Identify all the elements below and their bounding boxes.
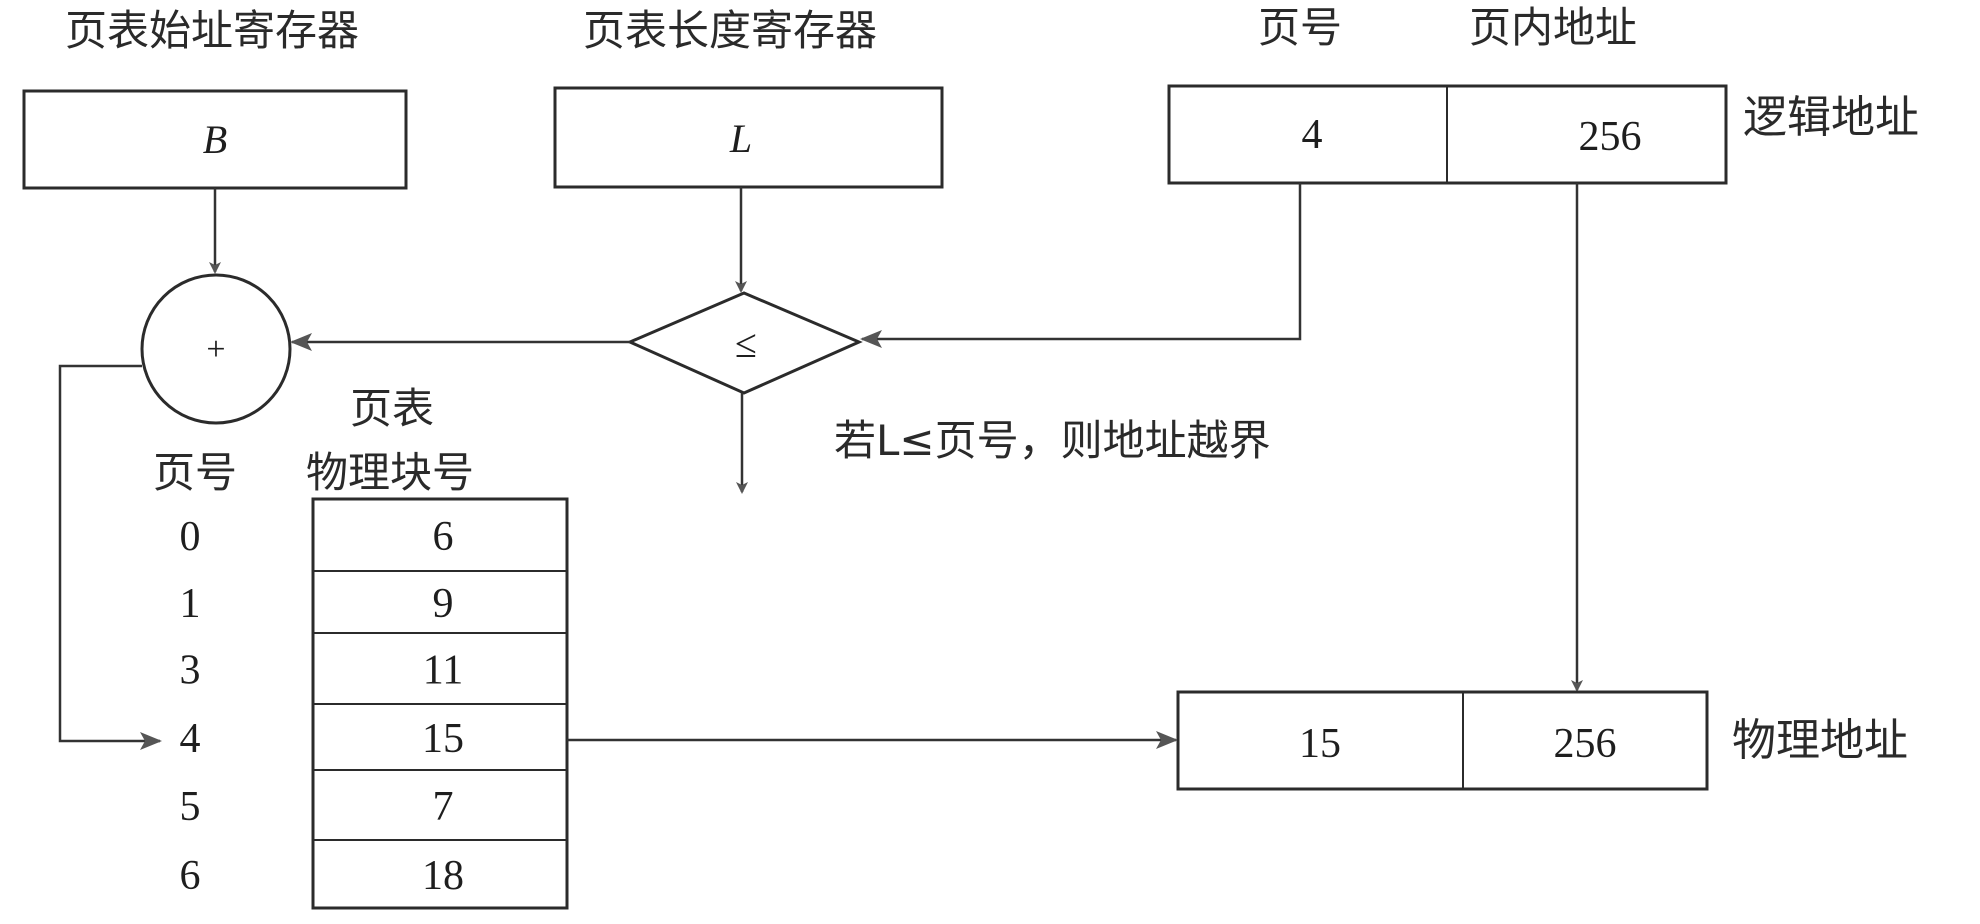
logical-page-value: 4 bbox=[1302, 112, 1323, 158]
page-number: 4 bbox=[180, 716, 201, 762]
length-register-label: 页表长度寄存器 bbox=[583, 6, 877, 55]
physical-offset-value: 256 bbox=[1554, 721, 1617, 767]
comparator-diamond bbox=[626, 291, 863, 395]
adder-symbol: + bbox=[206, 331, 225, 368]
base-register-value: B bbox=[203, 117, 227, 162]
page-column-header: 页号 bbox=[153, 448, 237, 497]
page-table-title: 页表 bbox=[350, 384, 434, 433]
page-table-base-register: 页表始址寄存器 B bbox=[22, 6, 408, 190]
base-register-label: 页表始址寄存器 bbox=[65, 6, 359, 55]
frame-number: 7 bbox=[433, 784, 454, 830]
frame-number: 15 bbox=[422, 716, 464, 762]
page-to-comparator-arrow bbox=[860, 183, 1302, 348]
physical-address-box bbox=[1176, 690, 1709, 791]
page-table-length-register: 页表长度寄存器 L bbox=[553, 6, 944, 189]
comparator: ≤ 若L≤页号，则地址越界 bbox=[290, 183, 1302, 494]
base-register-box bbox=[22, 89, 408, 190]
logical-page-header: 页号 bbox=[1258, 3, 1342, 52]
page-number: 6 bbox=[180, 853, 201, 899]
frame-number: 18 bbox=[422, 853, 464, 899]
page-table-row: 3 11 bbox=[180, 632, 567, 694]
logical-offset-value: 256 bbox=[1579, 114, 1642, 160]
page-number: 1 bbox=[180, 581, 201, 627]
page-number: 0 bbox=[180, 514, 201, 560]
adder: + bbox=[140, 188, 292, 425]
physical-address-label: 物理地址 bbox=[1732, 715, 1908, 766]
logical-offset-header: 页内地址 bbox=[1469, 3, 1637, 52]
length-register-value: L bbox=[729, 116, 752, 161]
page-table-row: 4 15 bbox=[180, 703, 567, 762]
page-table-row: 6 18 bbox=[180, 839, 567, 899]
frame-number: 11 bbox=[423, 648, 463, 694]
out-of-bounds-note: 若L≤页号，则地址越界 bbox=[834, 416, 1271, 465]
logical-address: 页号 页内地址 4 256 逻辑地址 bbox=[1167, 3, 1919, 185]
page-number: 3 bbox=[180, 648, 201, 694]
frame-column-header: 物理块号 bbox=[306, 448, 474, 497]
logical-address-label: 逻辑地址 bbox=[1743, 92, 1919, 143]
length-register-box bbox=[553, 86, 944, 189]
physical-frame-value: 15 bbox=[1299, 721, 1341, 767]
frame-number: 6 bbox=[433, 514, 454, 560]
physical-address: 15 256 物理地址 bbox=[567, 183, 1908, 791]
frame-number: 9 bbox=[433, 581, 454, 627]
comparator-symbol: ≤ bbox=[735, 321, 757, 366]
adder-to-page-table-arrow bbox=[58, 364, 162, 750]
page-number: 5 bbox=[180, 784, 201, 830]
